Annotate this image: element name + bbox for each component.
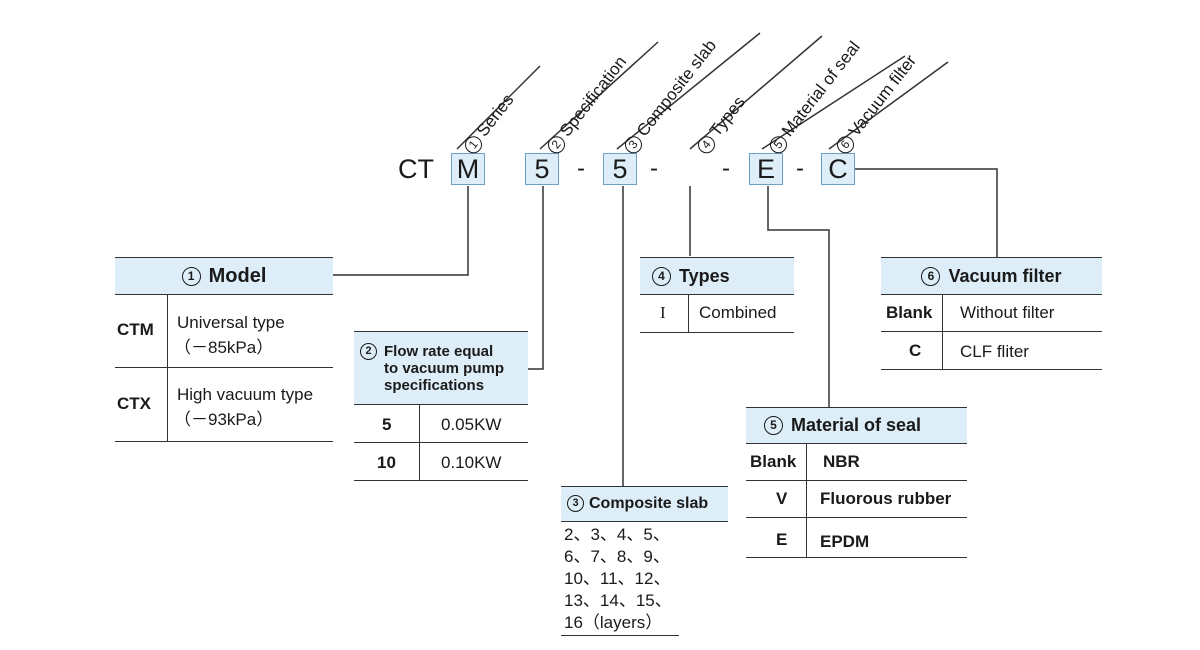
model-pressure: （－93kPa）: [174, 410, 274, 429]
number-badge: 1: [181, 267, 201, 286]
model-desc: Universal type: [177, 313, 285, 332]
code-prefix: CT: [398, 154, 434, 184]
filter-code: C: [909, 341, 922, 360]
code-box-material-of-seal: E: [749, 153, 783, 185]
model-code: CTM: [117, 320, 154, 339]
number-badge: 5: [764, 416, 783, 435]
code-box-series: M: [451, 153, 485, 185]
seal-value: NBR: [823, 452, 860, 471]
slab-layers: 13、14、15、: [564, 591, 672, 610]
slab-layers: 16（layers）: [564, 613, 663, 632]
number-badge: 4: [652, 267, 671, 286]
seal-code: V: [776, 489, 788, 508]
types-value: Combined: [699, 303, 777, 322]
slab-layers: 10、11、12、: [564, 569, 671, 588]
slab-layers: 6、7、8、9、: [564, 547, 670, 566]
types-code: I: [660, 303, 666, 322]
filter-value: CLF fliter: [960, 342, 1029, 361]
filter-value: Without filter: [960, 303, 1055, 322]
number-badge: 2: [360, 343, 377, 360]
spec-table-header: 2 Flow rate equal to vacuum pump specifi…: [354, 332, 528, 404]
code-box-composite-slab: 5: [603, 153, 637, 185]
code-box-vacuum-filter: C: [821, 153, 855, 185]
spec-value: 0.10KW: [441, 453, 502, 472]
number-badge: 6: [921, 267, 941, 286]
spec-code: 10: [377, 453, 396, 472]
spec-code: 5: [382, 415, 392, 434]
model-code: CTX: [117, 394, 151, 413]
slab-layers: 2、3、4、5、: [564, 525, 670, 544]
spec-value: 0.05KW: [441, 415, 502, 434]
model-desc: High vacuum type: [177, 385, 314, 404]
seal-value: EPDM: [820, 532, 870, 551]
code-box-specification: 5: [525, 153, 559, 185]
seal-code: Blank: [750, 452, 797, 471]
seal-value: Fluorous rubber: [820, 489, 952, 508]
code-dash: -: [577, 155, 585, 182]
model-pressure: （－85kPa）: [174, 338, 274, 357]
code-dash: -: [650, 155, 658, 182]
number-badge: 3: [567, 495, 584, 512]
seal-code: E: [776, 530, 788, 549]
filter-code: Blank: [886, 303, 933, 322]
code-dash: -: [722, 155, 730, 182]
code-dash: -: [796, 155, 804, 182]
